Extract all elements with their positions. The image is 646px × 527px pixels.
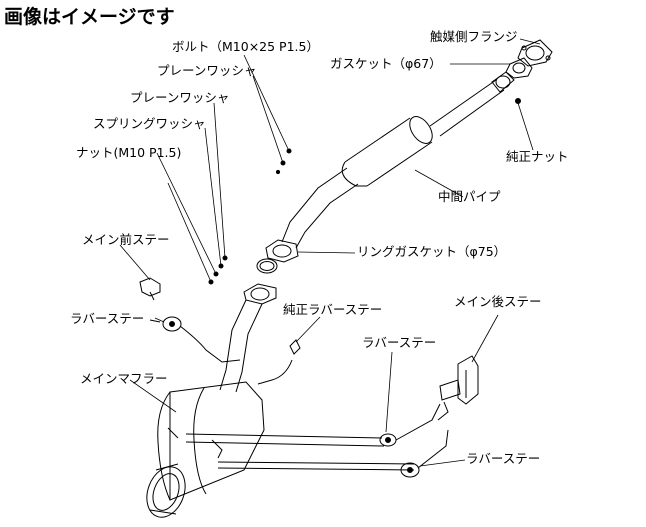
label-ring-gasket-75: リングガスケット（φ75） xyxy=(357,244,507,259)
leader-lines xyxy=(119,38,541,467)
label-catalyst-flange: 触媒側フランジ xyxy=(430,29,518,44)
image-disclaimer-title: 画像はイメージです xyxy=(4,6,175,28)
label-rubber-stay-1: ラバーステー xyxy=(70,311,145,326)
ring-gasket-part xyxy=(256,258,278,274)
rubber-stay-1-part xyxy=(149,316,182,332)
label-center-pipe: 中間パイプ xyxy=(438,189,501,204)
genuine-nut-part xyxy=(515,98,521,104)
genuine-rubber-stay-part xyxy=(257,339,301,385)
label-spring-washer: スプリングワッシャ xyxy=(93,116,206,131)
label-main-front-stay: メイン前ステー xyxy=(82,232,170,247)
label-genuine-nut: 純正ナット xyxy=(506,149,569,164)
label-plain-washer-1: プレーンワッシャ xyxy=(157,63,257,78)
main-front-stay-part xyxy=(139,277,241,363)
muffler-hanger-rods xyxy=(185,433,415,471)
main-rear-stay-part xyxy=(437,355,479,421)
label-plain-washer-2: プレーンワッシャ xyxy=(130,90,230,105)
rubber-stay-2-part xyxy=(379,403,441,447)
label-bolt: ボルト（M10×25 P1.5） xyxy=(172,39,319,54)
center-pipe-part xyxy=(265,71,515,263)
label-main-muffler: メインマフラー xyxy=(80,371,168,386)
gasket-67-part xyxy=(505,57,533,79)
rubber-stay-3-part xyxy=(400,429,449,478)
label-gasket-67: ガスケット（φ67） xyxy=(330,56,442,71)
label-main-rear-stay: メイン後ステー xyxy=(454,294,542,309)
label-genuine-rubber-stay: 純正ラバーステー xyxy=(283,302,383,317)
bolt-washer-stack xyxy=(208,148,292,285)
catalyst-flange-part xyxy=(517,39,553,67)
label-rubber-stay-2: ラバーステー xyxy=(362,335,437,350)
main-muffler-part xyxy=(146,283,277,518)
label-rubber-stay-3: ラバーステー xyxy=(466,451,541,466)
label-nut: ナット(M10 P1.5) xyxy=(76,145,182,160)
